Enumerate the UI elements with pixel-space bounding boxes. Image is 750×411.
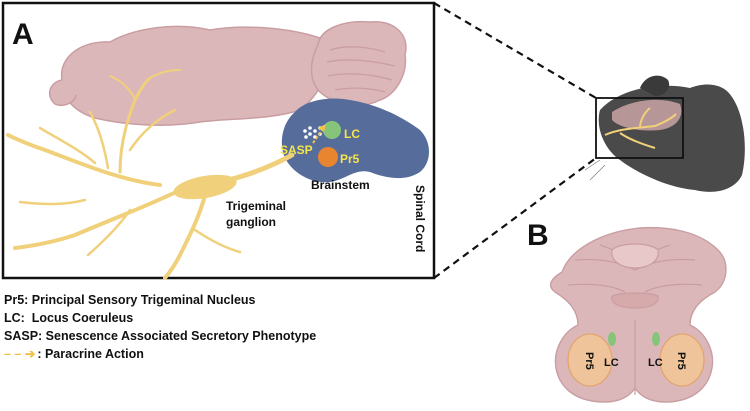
legend: Pr5: Principal Sensory Trigeminal Nucleu…: [4, 291, 316, 363]
mouse-head-illustration: [584, 75, 745, 192]
inset-frame: [595, 97, 684, 159]
spinal-cord-label: Spinal Cord: [413, 185, 427, 252]
trigeminal-ganglion: [173, 174, 237, 200]
trigeminal-label-line1: Trigeminal: [226, 199, 286, 213]
pr5-nucleus: [318, 147, 338, 167]
olfactory-bulb: [48, 79, 77, 107]
legend-item-pr5: Pr5: Principal Sensory Trigeminal Nucleu…: [4, 291, 316, 309]
trigeminal-nerves: [6, 69, 295, 280]
legend-text: LC: Locus Coeruleus: [4, 311, 134, 325]
cerebellum: [310, 20, 407, 107]
lc-nucleus: [323, 121, 341, 139]
trigeminal-label-line2: ganglion: [226, 215, 276, 229]
coronal-section: [549, 226, 727, 403]
paracrine-arrow-icon: – – ➔: [4, 347, 36, 361]
panel-b-letter: B: [527, 219, 549, 252]
brainstem: [281, 98, 429, 183]
legend-text: SASP: Senescence Associated Secretory Ph…: [4, 329, 317, 343]
pr5-label: Pr5: [340, 152, 360, 166]
lc-right-label: LC: [648, 357, 663, 369]
sasp-label: SASP: [280, 143, 313, 157]
cerebellum-folia: [326, 46, 396, 93]
legend-text: Pr5: Principal Sensory Trigeminal Nucleu…: [4, 293, 256, 307]
panel-a-letter: A: [12, 18, 34, 51]
lc-label: LC: [344, 127, 360, 141]
legend-item-sasp: SASP: Senescence Associated Secretory Ph…: [4, 327, 316, 345]
connector-bottom: [433, 157, 597, 279]
legend-item-paracrine: – – ➔ : Paracrine Action: [4, 345, 316, 363]
legend-item-lc: LC: Locus Coeruleus: [4, 309, 316, 327]
pr5-right-label: Pr5: [675, 352, 687, 370]
brainstem-label: Brainstem: [311, 178, 370, 192]
paracrine-arrow-head: [318, 124, 326, 132]
lc-left-label: LC: [604, 357, 619, 369]
connector-top: [433, 2, 597, 99]
pr5-left-label: Pr5: [583, 352, 595, 370]
cerebrum: [60, 25, 328, 126]
legend-text: : Paracrine Action: [37, 347, 144, 361]
